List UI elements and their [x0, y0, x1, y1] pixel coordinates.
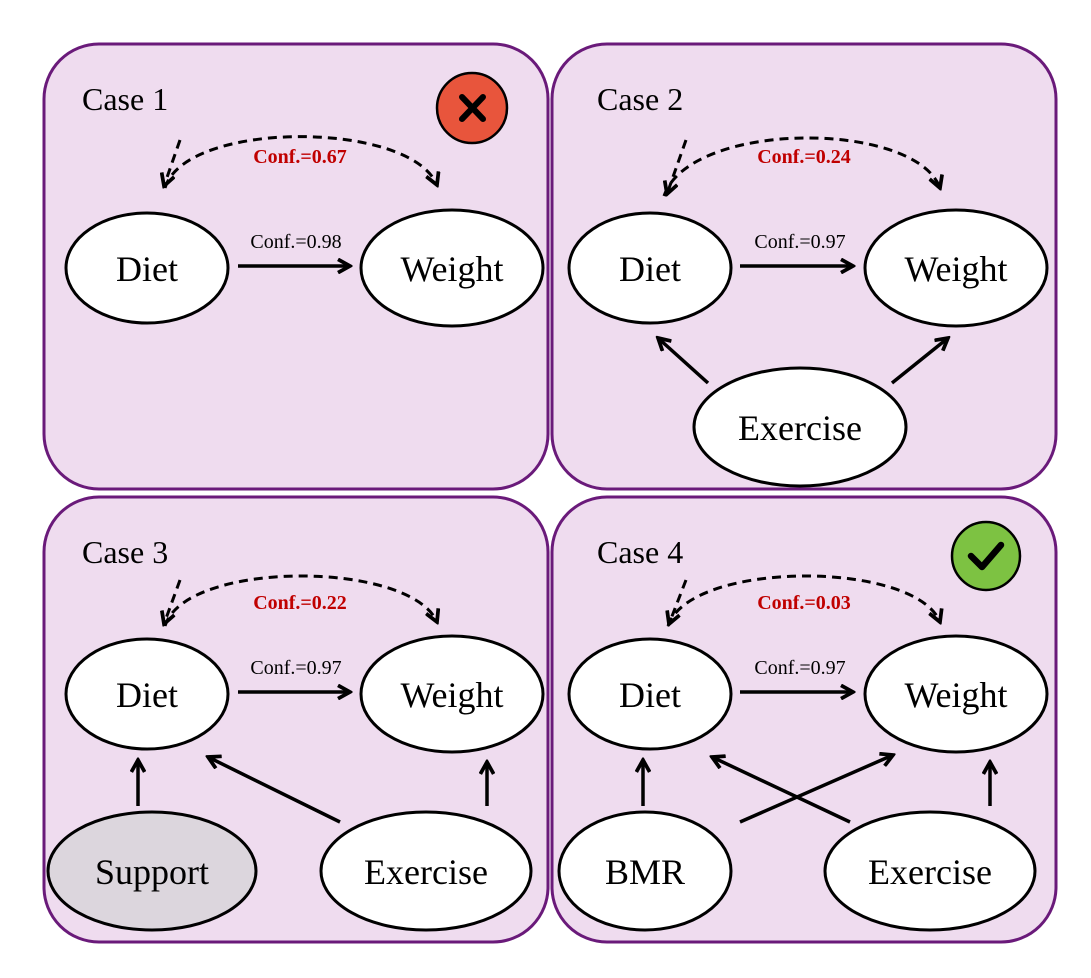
case-4-node-exercise-label: Exercise: [868, 852, 992, 892]
case-4-node-diet: [567, 637, 733, 751]
case-2-bidirected-edge-left-head: [667, 139, 688, 194]
case-4-title: Case 4: [597, 534, 683, 570]
case-2-edge-exercise-diet: [658, 338, 710, 385]
case-2-bidirected-edge: [662, 136, 940, 197]
case-3-node-exercise-label: Exercise: [364, 852, 488, 892]
case-1-node-diet-label: Diet: [116, 249, 178, 289]
case-3-node-support: [46, 810, 258, 932]
case-4-node-weight-label: Weight: [904, 675, 1007, 715]
case-4-node-bmr: [557, 810, 733, 932]
case-4-bidirected-edge: [666, 574, 940, 627]
case-4-direct-confidence: Conf.=0.97: [754, 657, 845, 679]
case-1-panel: Case 1 Conf.=0.67 Diet Weight Conf.=0.98: [42, 42, 550, 491]
case-3-direct-confidence: Conf.=0.97: [250, 657, 341, 679]
case-2-node-weight-label: Weight: [904, 249, 1007, 289]
case-2-bidirected-confidence: Conf.=0.24: [757, 146, 851, 168]
case-4-bidirected-confidence: Conf.=0.03: [757, 592, 851, 614]
case-3-node-weight-label: Weight: [400, 675, 503, 715]
case-3-edge-exercise-diet: [208, 757, 341, 824]
case-2-node-weight: [863, 208, 1049, 328]
case-2-edge-exercise-weight: [890, 338, 948, 385]
case-2-node-exercise: [692, 366, 908, 488]
case-3-bidirected-confidence: Conf.=0.22: [253, 592, 347, 614]
case-1-bidirected-edge-left-head: [164, 139, 182, 186]
case-4-node-diet-label: Diet: [619, 675, 681, 715]
case-2-node-diet: [567, 211, 733, 325]
case-2-direct-confidence: Conf.=0.97: [754, 231, 845, 253]
case-3-node-support-label: Support: [95, 852, 209, 892]
case-3-panel: Case 3 Conf.=0.22 Diet Weight Conf.=0.97…: [42, 495, 550, 944]
case-4-edge-exercise-diet: [712, 757, 851, 824]
case-4-panel: Case 4 Conf.=0.03 Diet Weight Conf.=0.97…: [550, 495, 1058, 944]
case-3-title: Case 3: [82, 534, 168, 570]
case-3-bidirected-edge: [163, 574, 437, 627]
case-1-node-diet: [64, 211, 230, 325]
checkmark-icon: [950, 520, 1022, 592]
case-3-node-diet-label: Diet: [116, 675, 178, 715]
case-1-node-weight: [359, 208, 545, 328]
case-4-node-weight: [863, 634, 1049, 754]
case-1-bidirected-confidence: Conf.=0.67: [253, 146, 347, 168]
case-1-direct-confidence: Conf.=0.98: [250, 231, 341, 253]
case-4-node-exercise: [823, 810, 1037, 932]
cross-icon: [435, 71, 509, 145]
case-3-node-weight: [359, 634, 545, 754]
case-3-node-diet: [64, 637, 230, 751]
case-4-bidirected-edge-left-head: [669, 579, 688, 624]
case-4-node-bmr-label: BMR: [605, 852, 685, 892]
case-1-bidirected-edge: [163, 135, 437, 188]
case-3-bidirected-edge-left-head: [164, 579, 182, 624]
case-1-title: Case 1: [82, 81, 168, 117]
case-2-panel: Case 2 Conf.=0.24 Diet Weight Conf.=0.97…: [550, 42, 1058, 491]
case-4-edge-bmr-weight: [739, 755, 893, 824]
case-3-node-exercise: [319, 810, 533, 932]
case-2-node-diet-label: Diet: [619, 249, 681, 289]
case-2-title: Case 2: [597, 81, 683, 117]
case-2-node-exercise-label: Exercise: [738, 408, 862, 448]
case-1-node-weight-label: Weight: [400, 249, 503, 289]
